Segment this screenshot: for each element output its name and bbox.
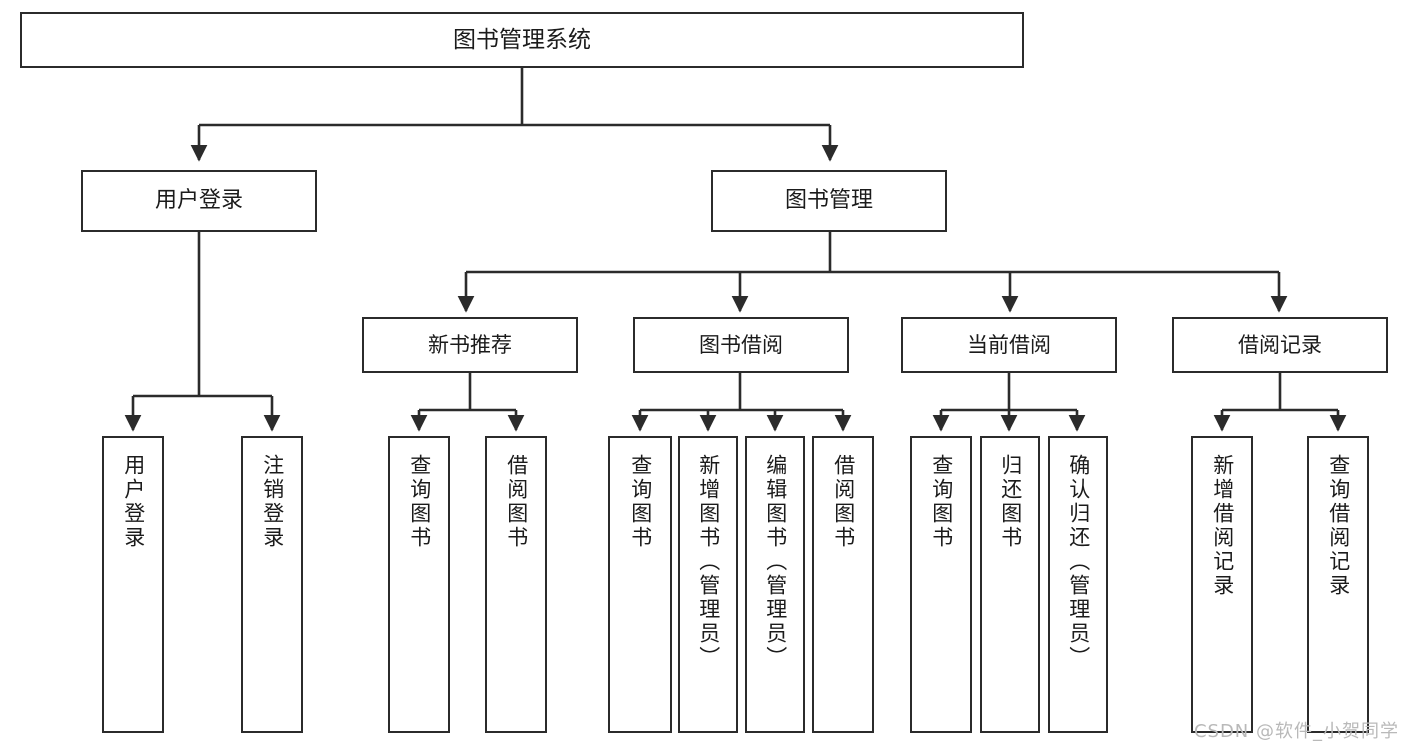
node-leaf-confirm-return-label: 确认归还（管理员） [1066,454,1091,670]
node-book-borrow-label: 图书借阅 [699,332,783,357]
node-leaf-user-login[interactable]: 用户登录 [102,436,164,733]
node-user-login[interactable]: 用户登录 [81,170,317,232]
node-borrow-record-label: 借阅记录 [1238,332,1322,357]
node-leaf-query-book-1[interactable]: 查询图书 [388,436,450,733]
node-current-borrow-label: 当前借阅 [967,332,1051,357]
node-leaf-return-book-label: 归还图书 [998,454,1023,550]
node-leaf-logout-label: 注销登录 [260,454,285,550]
node-leaf-borrow-book-2[interactable]: 借阅图书 [812,436,874,733]
node-leaf-query-record[interactable]: 查询借阅记录 [1307,436,1369,733]
node-leaf-query-book-3[interactable]: 查询图书 [910,436,972,733]
node-leaf-query-book-1-label: 查询图书 [407,454,432,550]
node-leaf-logout[interactable]: 注销登录 [241,436,303,733]
node-leaf-add-book-label: 新增图书（管理员） [696,454,721,670]
node-leaf-edit-book[interactable]: 编辑图书（管理员） [745,436,805,733]
node-leaf-query-book-2[interactable]: 查询图书 [608,436,672,733]
node-borrow-record[interactable]: 借阅记录 [1172,317,1388,373]
node-book-manage[interactable]: 图书管理 [711,170,947,232]
node-root-label: 图书管理系统 [453,26,591,53]
node-leaf-borrow-book-2-label: 借阅图书 [831,454,856,550]
node-leaf-add-book[interactable]: 新增图书（管理员） [678,436,738,733]
node-leaf-borrow-book-1[interactable]: 借阅图书 [485,436,547,733]
node-leaf-return-book[interactable]: 归还图书 [980,436,1040,733]
node-book-borrow[interactable]: 图书借阅 [633,317,849,373]
node-leaf-query-record-label: 查询借阅记录 [1326,454,1351,598]
watermark: CSDN @软件_小贺同学 [1193,721,1399,742]
node-book-manage-label: 图书管理 [784,188,873,213]
node-new-book-rec-label: 新书推荐 [428,332,512,357]
node-leaf-confirm-return[interactable]: 确认归还（管理员） [1048,436,1108,733]
node-leaf-user-login-label: 用户登录 [121,454,146,550]
node-leaf-query-book-3-label: 查询图书 [929,454,954,550]
node-leaf-add-record[interactable]: 新增借阅记录 [1191,436,1253,733]
node-current-borrow[interactable]: 当前借阅 [901,317,1117,373]
node-leaf-edit-book-label: 编辑图书（管理员） [763,454,788,670]
node-leaf-add-record-label: 新增借阅记录 [1210,454,1235,598]
node-root[interactable]: 图书管理系统 [20,12,1024,68]
node-user-login-label: 用户登录 [154,188,243,213]
node-new-book-rec[interactable]: 新书推荐 [362,317,578,373]
node-leaf-query-book-2-label: 查询图书 [628,454,653,550]
node-leaf-borrow-book-1-label: 借阅图书 [504,454,529,550]
